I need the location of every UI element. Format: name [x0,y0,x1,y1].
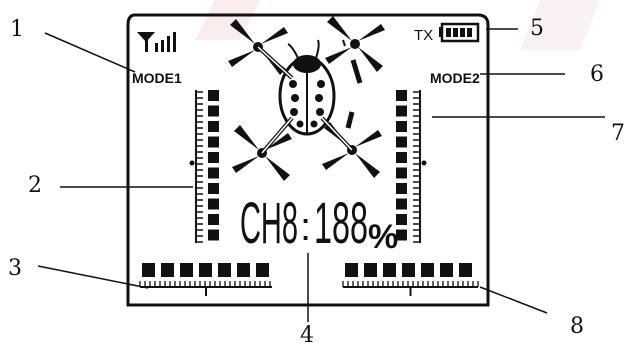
trim-segment [396,229,407,241]
battery-icon [439,22,480,43]
callout-lines [37,28,605,322]
readout-unit: % [368,218,398,256]
trim-segment [256,263,269,277]
trim-segment [396,183,407,194]
trim-segment [208,167,219,179]
horizontal-trim-right [342,263,479,296]
trim-segment [208,136,219,148]
rotation-arc-icon [350,59,363,84]
trim-segment [440,263,453,277]
readout-value: 188 [314,191,368,256]
trim-segment [237,263,250,277]
trim-segment [396,90,407,101]
trim-segment [396,136,407,148]
callout-number: 4 [300,323,314,344]
rotation-arc-icon [345,111,355,129]
propellers [228,16,385,181]
trim-segment [208,183,219,194]
trim-segment [161,263,174,277]
propeller-icon [232,125,292,181]
trim-segment [345,263,358,277]
trim-segment [208,90,219,101]
trim-segment [421,263,434,277]
callout-number: 5 [530,16,544,41]
trim-segment [383,263,396,277]
mode-left-label: MODE1 [132,70,182,86]
trim-segment [208,198,219,210]
watermark [195,0,600,50]
trim-segment [208,214,219,225]
trim-segment [396,198,407,210]
trim-segment [199,263,212,277]
trim-segment [396,121,407,132]
ladybug-icon [278,39,336,136]
trim-segment [396,152,407,163]
callout-number: 7 [611,121,624,146]
trim-segment [402,263,415,277]
signal-icon [137,32,176,52]
tx-label: TX [414,27,433,44]
trim-segment [364,263,377,277]
trim-segment [459,263,472,277]
trim-segment [180,263,193,277]
callout-numbers: 1 2 3 4 5 6 7 8 [8,16,624,348]
callout-number: 3 [8,256,22,281]
trim-segment [208,229,219,241]
callout-number: 1 [10,17,24,42]
horizontal-trim-left [139,263,272,296]
trim-segment [142,263,155,277]
trim-segment [396,214,407,225]
callout-number: 2 [28,173,42,198]
callout-number: 6 [590,62,604,87]
lcd-frame [126,13,490,307]
trim-segment [208,105,219,117]
trim-segment [208,121,219,132]
channel-label: CH8 [240,191,298,256]
trim-segment [208,152,219,163]
trim-segment [396,105,407,117]
readout-separator: : [300,205,311,249]
callout-number: 8 [570,314,584,339]
vertical-trim-right [396,90,427,243]
propeller-icon [325,16,385,72]
trim-segment [396,167,407,179]
vertical-trim-left [189,90,219,243]
trim-segment [218,263,231,277]
mode-right-label: MODE2 [430,70,480,86]
